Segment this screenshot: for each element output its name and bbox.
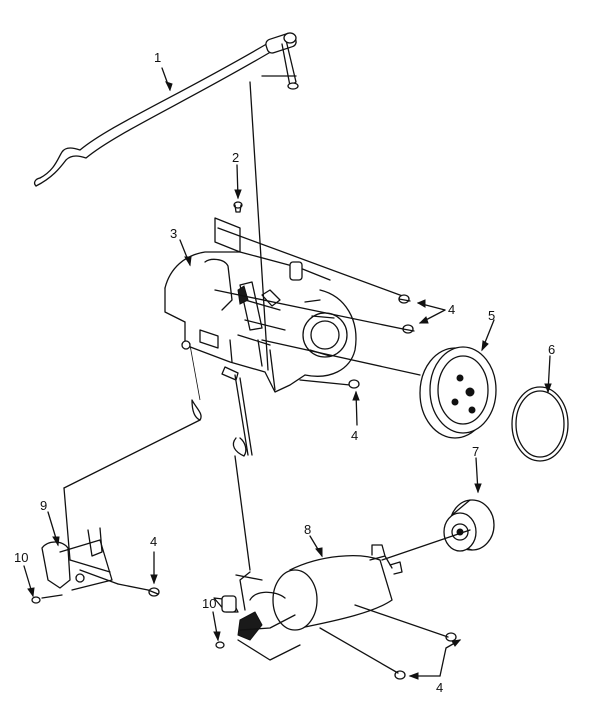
- clip-10-right: [215, 641, 225, 649]
- callout-4c: 4: [150, 534, 157, 549]
- screws-4-upper: [398, 294, 415, 334]
- screws-4-lower: [394, 632, 457, 680]
- screw-4-left: [147, 587, 160, 597]
- control-rod: [33, 32, 299, 187]
- screw-2: [233, 201, 243, 213]
- callout-6: 6: [548, 342, 555, 357]
- screw-4-middle: [348, 379, 360, 389]
- gasket-ring-6: [511, 386, 569, 462]
- leader-lines: [23, 67, 552, 680]
- motor-assembly-8: [213, 455, 471, 674]
- callout-4b: 4: [351, 428, 358, 443]
- callout-2: 2: [232, 150, 239, 165]
- pulley-5: [419, 346, 497, 439]
- drum-7: [443, 499, 495, 552]
- callout-4d: 4: [436, 680, 443, 695]
- callout-10a: 10: [14, 550, 28, 565]
- callout-labels: 1 2 3 4 5 6 4 7 9 8 4 10 10 4: [14, 50, 555, 695]
- bracket-9: [41, 419, 201, 599]
- callout-1: 1: [154, 50, 161, 65]
- callout-10b: 10: [202, 596, 216, 611]
- clip-10-left: [31, 596, 41, 604]
- callout-9: 9: [40, 498, 47, 513]
- linkage-bracket-assembly: [164, 75, 421, 457]
- callout-8: 8: [304, 522, 311, 537]
- callout-7: 7: [472, 444, 479, 459]
- callout-5: 5: [488, 308, 495, 323]
- callout-3: 3: [170, 226, 177, 241]
- callout-4a: 4: [448, 302, 455, 317]
